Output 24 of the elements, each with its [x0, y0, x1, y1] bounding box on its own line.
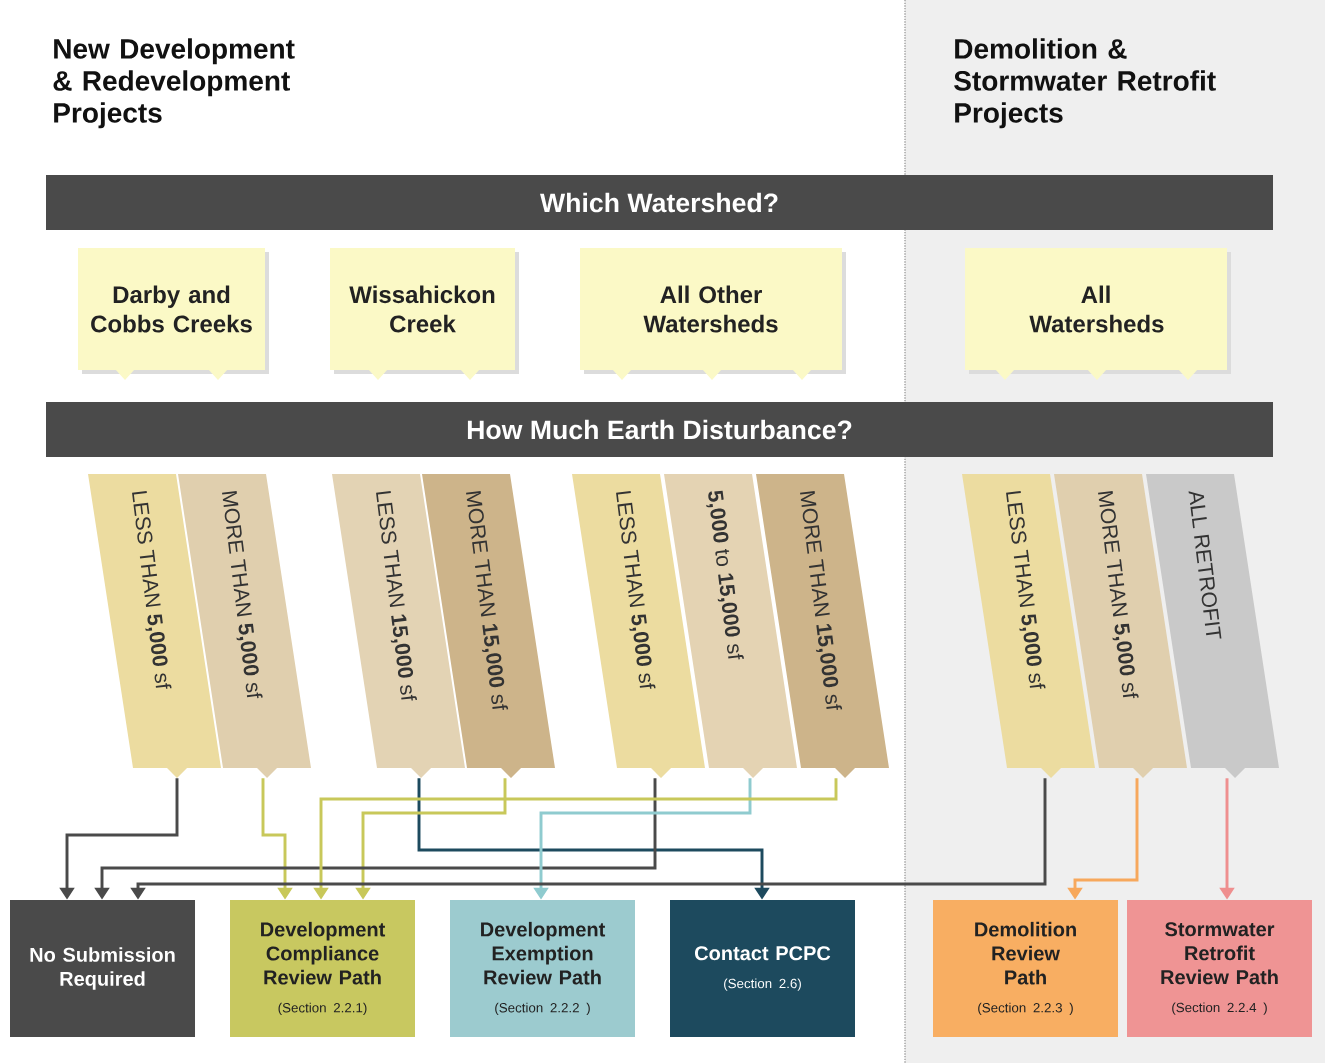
- category-band: MORE THAN 15,000 sf: [756, 474, 889, 778]
- header-bar: How Much Earth Disturbance?: [46, 402, 1273, 457]
- category-band: ALL RETROFIT: [1146, 474, 1279, 778]
- category-band: MORE THAN 15,000 sf: [422, 474, 555, 778]
- heading: Demolition & Stormwater Retrofit Projects: [954, 38, 1216, 129]
- category-band: LESS THAN 5,000 sf: [962, 474, 1095, 778]
- watershed-box: All Watersheds: [965, 248, 1231, 380]
- header-bar: Which Watershed?: [46, 175, 1273, 230]
- outcome-box: Development Exemption Review Path (Section 2.2.2 ): [450, 900, 635, 1037]
- outcome-box: Development Compliance Review Path (Section 2.2.1): [230, 900, 415, 1037]
- category-band: LESS THAN 15,000 sf: [332, 474, 465, 778]
- category-band: 5,000 to 15,000 sf: [664, 474, 797, 778]
- category-band: LESS THAN 5,000 sf: [572, 474, 705, 778]
- outcome-box: Contact PCPC (Section 2.6): [670, 900, 855, 1037]
- outcome-box: Demolition Review Path (Section 2.2.3 ): [933, 900, 1118, 1037]
- watershed-box: All Other Watersheds: [580, 248, 846, 380]
- category-band: MORE THAN 5,000 sf: [1054, 474, 1187, 778]
- outcome-box: Stormwater Retrofit Review Path (Section 2.2.4 ): [1127, 900, 1312, 1037]
- outcome-box: No Submission Required: [10, 900, 195, 1037]
- watershed-box: Wissahickon Creek: [330, 248, 519, 380]
- heading: New Development & Redevelopment Projects: [53, 38, 295, 129]
- category-band: LESS THAN 5,000 sf: [88, 474, 221, 778]
- watershed-box: Darby and Cobbs Creeks: [78, 248, 269, 380]
- category-band: MORE THAN 5,000 sf: [178, 474, 311, 778]
